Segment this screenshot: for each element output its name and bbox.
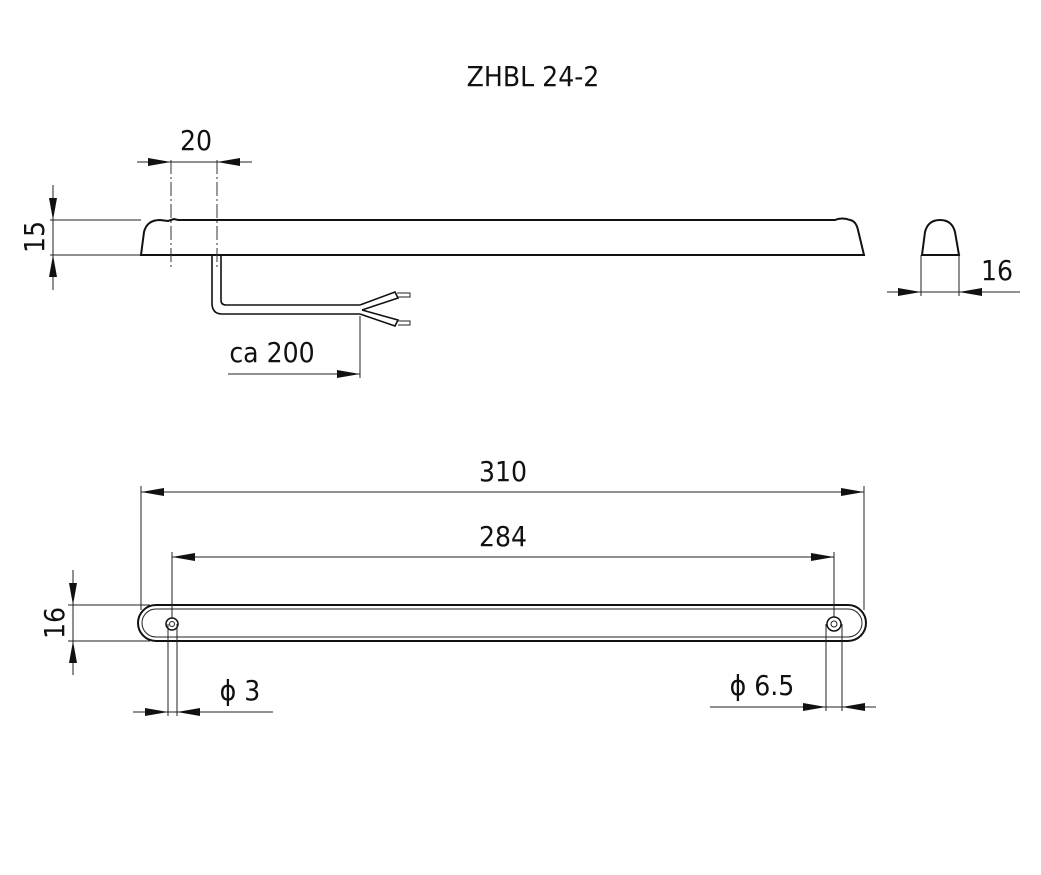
lamp-body-end	[920, 218, 961, 256]
arrowhead	[69, 583, 77, 605]
arrowhead	[217, 158, 240, 166]
dim-label-15: 15	[18, 221, 51, 253]
wire-ends	[397, 292, 411, 326]
arrowhead	[842, 703, 865, 711]
end-view: 16	[887, 218, 1020, 296]
dim-label-20: 20	[180, 124, 212, 157]
arrowhead	[177, 708, 200, 716]
mounting-hole-inner	[169, 621, 175, 627]
cable	[211, 255, 360, 315]
arrowhead	[49, 255, 57, 277]
lens-outline	[141, 608, 863, 638]
dim-label-hole-3: ϕ 3	[220, 674, 261, 707]
arrowhead	[337, 370, 360, 378]
arrowhead	[841, 488, 864, 496]
lamp-body-top	[137, 604, 867, 642]
arrowhead	[141, 488, 164, 496]
arrowhead	[69, 641, 77, 663]
mounting-hole-inner	[830, 620, 838, 628]
dim-label-284: 284	[479, 520, 527, 553]
arrowhead	[811, 553, 834, 561]
arrowhead	[959, 288, 982, 296]
top-view: 310 284 16 ϕ 3 ϕ 6.5	[38, 455, 876, 716]
dim-label-ca-200: ca 200	[229, 336, 314, 369]
dim-label-hole-6-5: ϕ 6.5	[730, 669, 795, 702]
arrowhead	[898, 288, 921, 296]
lamp-body-side	[139, 217, 866, 256]
arrowhead	[148, 158, 171, 166]
dim-label-16-top: 16	[38, 607, 71, 639]
arrowhead	[172, 553, 195, 561]
arrowhead	[803, 703, 826, 711]
arrowhead	[49, 198, 57, 220]
side-view: 20 15 ca 200	[18, 124, 866, 378]
dim-label-16: 16	[981, 254, 1013, 287]
drawing-title: ZHBL 24-2	[467, 60, 600, 93]
mounting-hole-right	[826, 616, 842, 632]
arrowhead	[145, 708, 168, 716]
cable-wires	[359, 291, 400, 327]
dim-label-310: 310	[479, 455, 527, 488]
